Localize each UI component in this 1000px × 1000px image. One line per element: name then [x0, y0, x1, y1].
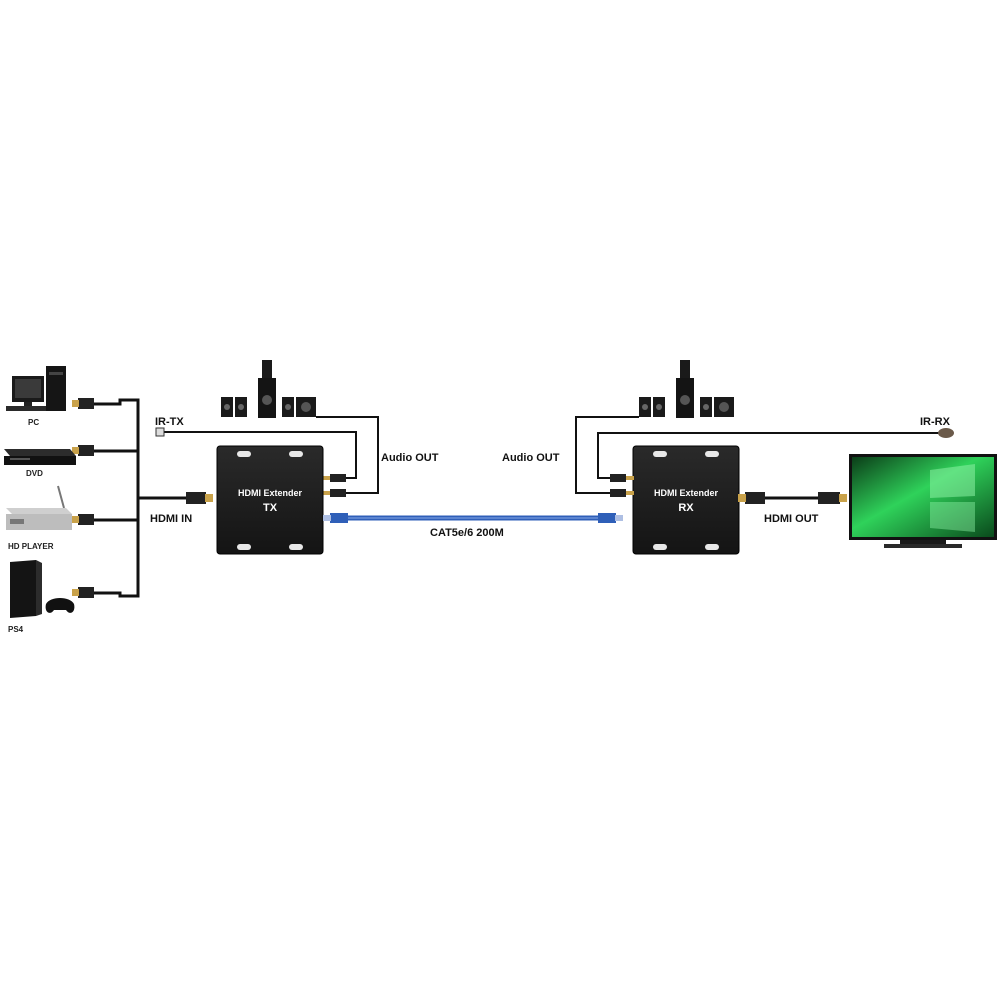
rx-jacks — [610, 474, 634, 497]
ps4-icon — [10, 560, 75, 618]
tx-speaker-set-icon — [221, 360, 316, 418]
tv-icon — [849, 454, 997, 548]
rx-unit-code: RX — [678, 502, 694, 514]
pc-icon — [6, 366, 66, 411]
tx-jacks — [322, 474, 346, 497]
rx-unit — [632, 445, 740, 555]
ir-rx-sensor-icon — [938, 428, 954, 438]
ir-rx-label: IR-RX — [920, 416, 951, 428]
cat-cable — [323, 513, 623, 523]
cable-label: CAT5e/6 200M — [430, 527, 504, 539]
source-wiring — [92, 398, 186, 598]
tx-unit-code: TX — [263, 502, 278, 514]
rx-audio-ir-wiring — [575, 416, 940, 494]
ir-tx-sensor-icon — [155, 427, 165, 437]
hdmi-out-label: HDMI OUT — [764, 513, 819, 525]
hdmi-in-label: HDMI IN — [150, 513, 192, 525]
tx-unit — [216, 445, 324, 555]
ir-tx-label: IR-TX — [155, 416, 184, 428]
tx-unit-title: HDMI Extender — [238, 488, 303, 498]
hd-player-label: HD PLAYER — [8, 542, 54, 551]
dvd-label: DVD — [26, 469, 43, 478]
hdmi-out-cable — [738, 492, 847, 504]
pc-label: PC — [28, 418, 39, 427]
ps4-label: PS4 — [8, 625, 24, 634]
rx-speaker-set-icon — [639, 360, 734, 418]
hdmi-plugs-sources — [72, 398, 213, 598]
rx-unit-title: HDMI Extender — [654, 488, 719, 498]
hd-player-icon — [6, 485, 72, 530]
audio-out-rx-label: Audio OUT — [502, 452, 560, 464]
audio-out-tx-label: Audio OUT — [381, 452, 439, 464]
dvd-icon — [4, 449, 76, 465]
